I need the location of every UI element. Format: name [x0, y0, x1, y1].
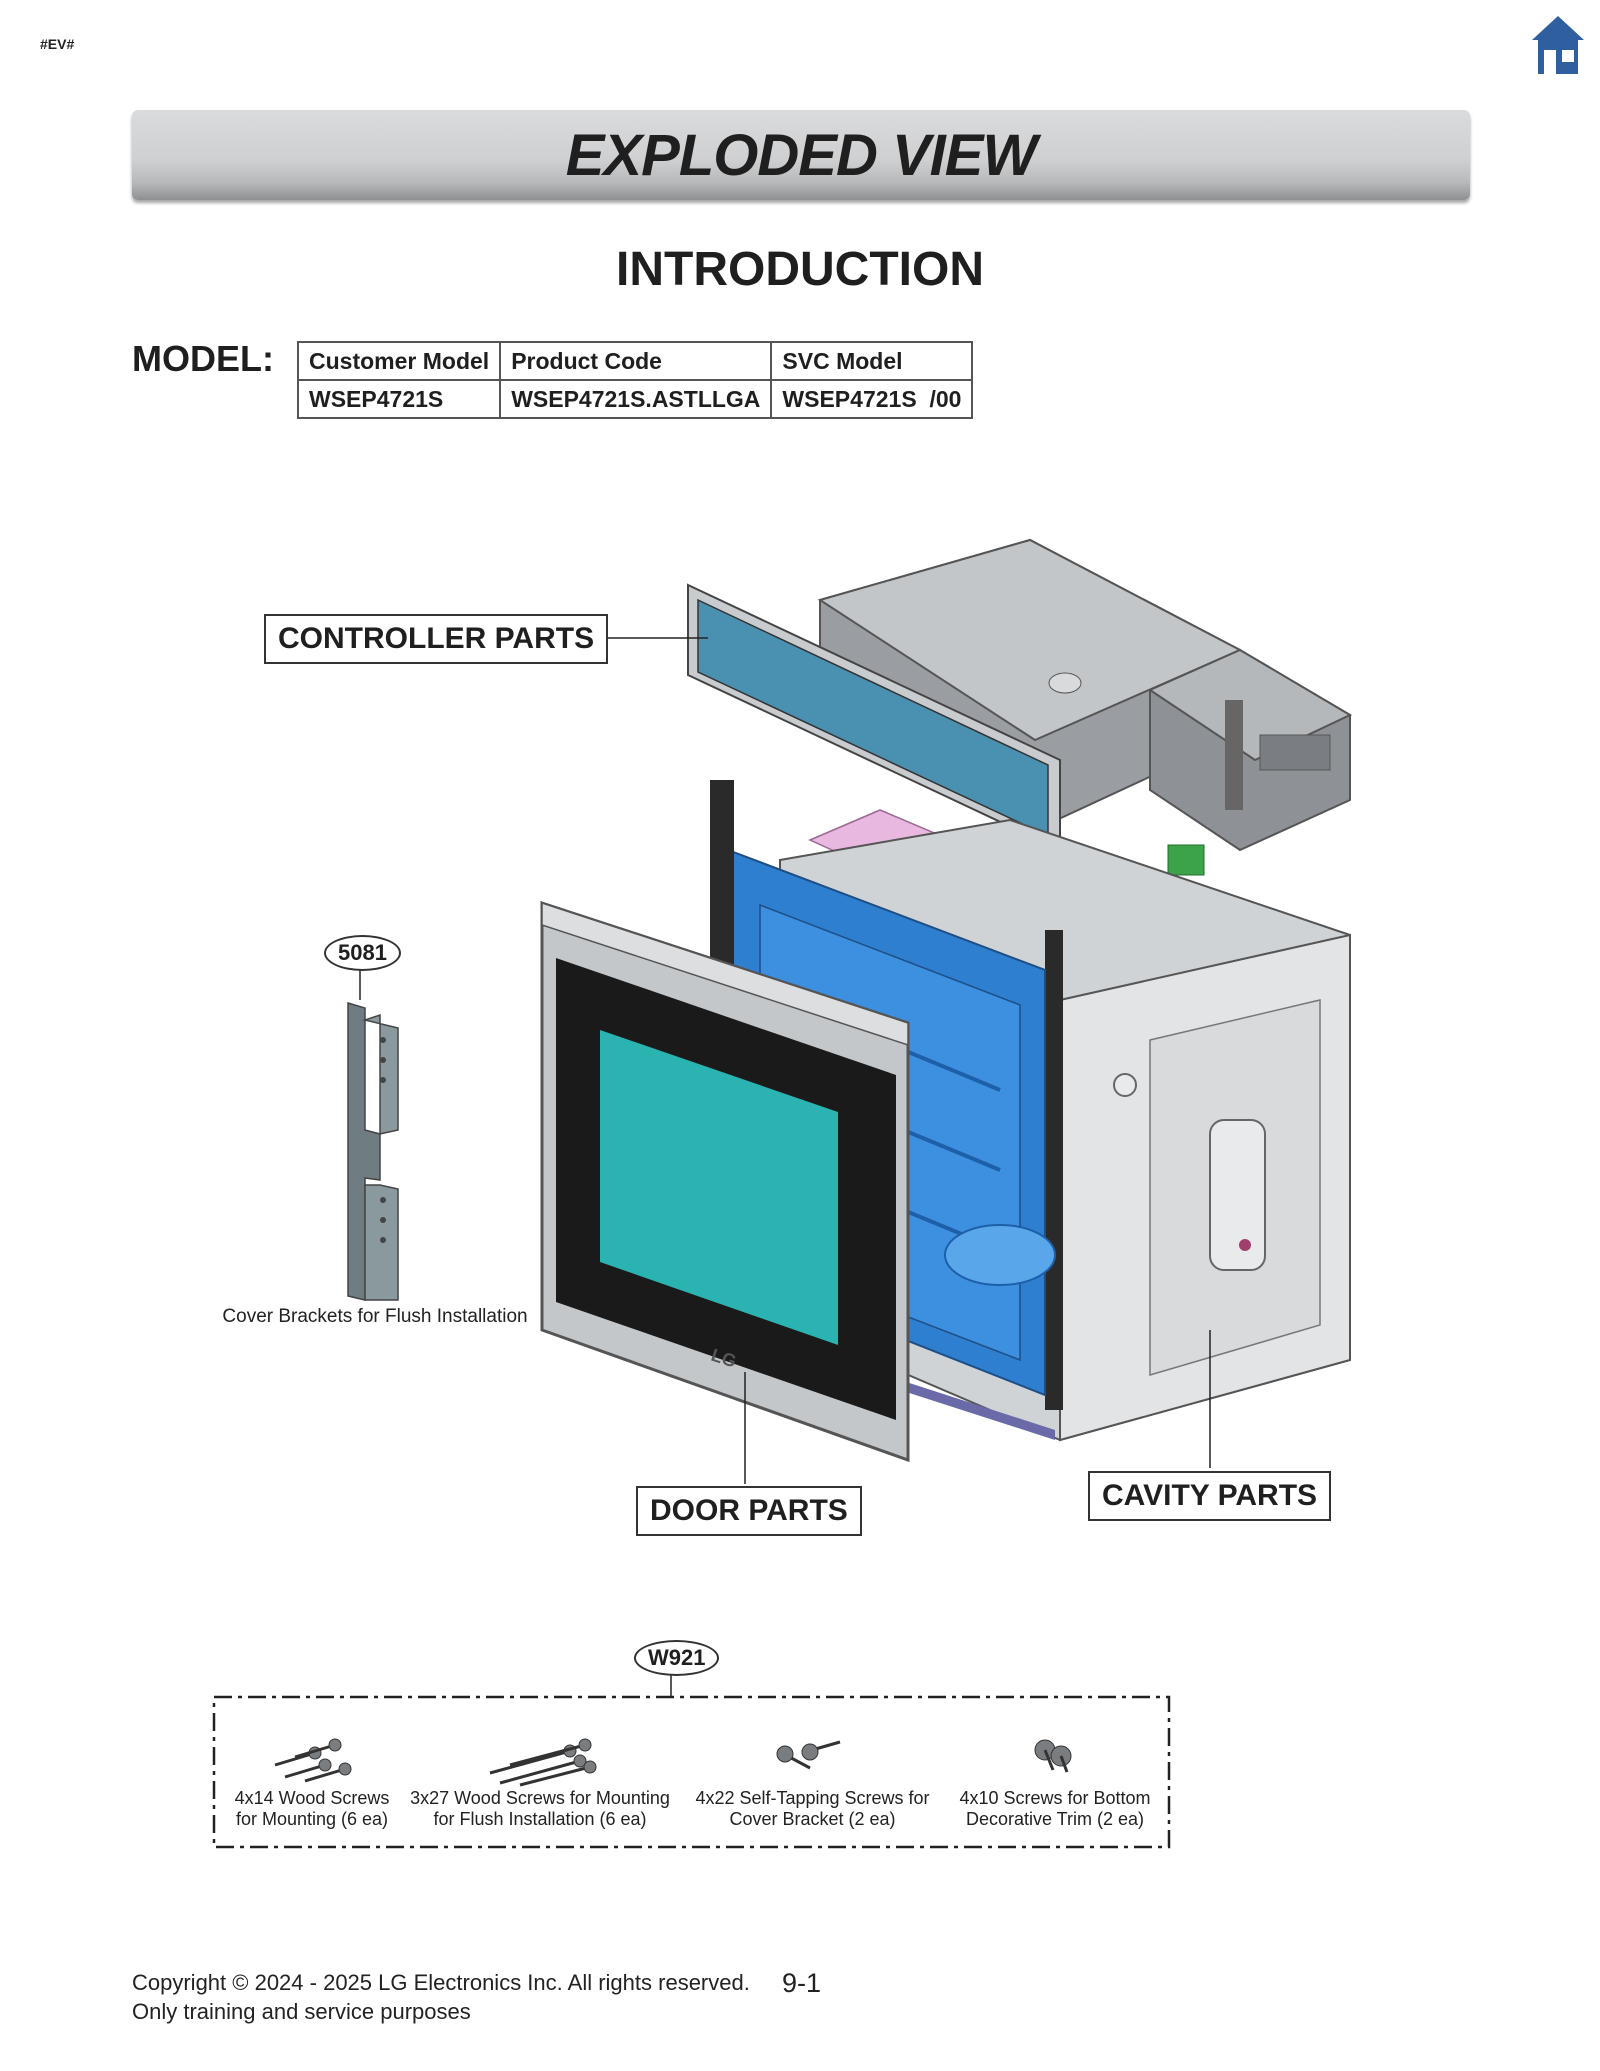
- footer-copyright: Copyright © 2024 - 2025 LG Electronics I…: [132, 1970, 750, 2024]
- screw-caption: 4x22 Self-Tapping Screws for Cover Brack…: [695, 1788, 930, 1829]
- table-header-cell: Customer Model: [296, 341, 502, 381]
- screws-box: [212, 1695, 1171, 1849]
- table-cell: WSEP4721S: [296, 379, 502, 419]
- screw-caption: 4x10 Screws for Bottom Decorative Trim (…: [959, 1788, 1151, 1829]
- page-number: 9-1: [782, 1968, 822, 1998]
- oven-door: LG: [540, 900, 910, 1463]
- cover-bracket: [347, 1001, 399, 1301]
- banner-title: EXPLODED VIEW: [565, 122, 1037, 188]
- home-icon[interactable]: [1530, 14, 1586, 76]
- table-header-cell: SVC Model: [770, 341, 974, 381]
- screw-caption: 4x14 Wood Screws for Mounting (6 ea): [234, 1788, 390, 1829]
- table-header-cell: Product Code: [499, 341, 773, 381]
- callout-controller-parts[interactable]: CONTROLLER PARTS: [264, 614, 609, 664]
- page-title: INTRODUCTION: [616, 243, 984, 296]
- part-number-w921[interactable]: W921: [634, 1640, 720, 1676]
- table-cell: WSEP4721S.ASTLLGA: [499, 379, 773, 419]
- screw-icons: [274, 1738, 1072, 1787]
- screw-caption: 3x27 Wood Screws for Mounting for Flush …: [410, 1788, 670, 1829]
- model-table: Customer Model Product Code SVC Model WS…: [296, 341, 974, 419]
- callout-cavity-parts[interactable]: CAVITY PARTS: [1088, 1471, 1332, 1521]
- leader-lines: [359, 637, 1211, 1697]
- table-header-row: Customer Model Product Code SVC Model: [296, 341, 974, 381]
- part-number-5081[interactable]: 5081: [324, 935, 401, 971]
- model-label: MODEL:: [132, 338, 274, 379]
- table-row: WSEP4721S WSEP4721S.ASTLLGA WSEP4721S /0…: [296, 379, 974, 419]
- callout-door-parts[interactable]: DOOR PARTS: [636, 1486, 862, 1536]
- section-banner: EXPLODED VIEW: [132, 110, 1470, 200]
- page-tag: #EV#: [40, 36, 75, 52]
- table-cell: WSEP4721S /00: [770, 379, 974, 419]
- bracket-caption: Cover Brackets for Flush Installation: [222, 1306, 528, 1327]
